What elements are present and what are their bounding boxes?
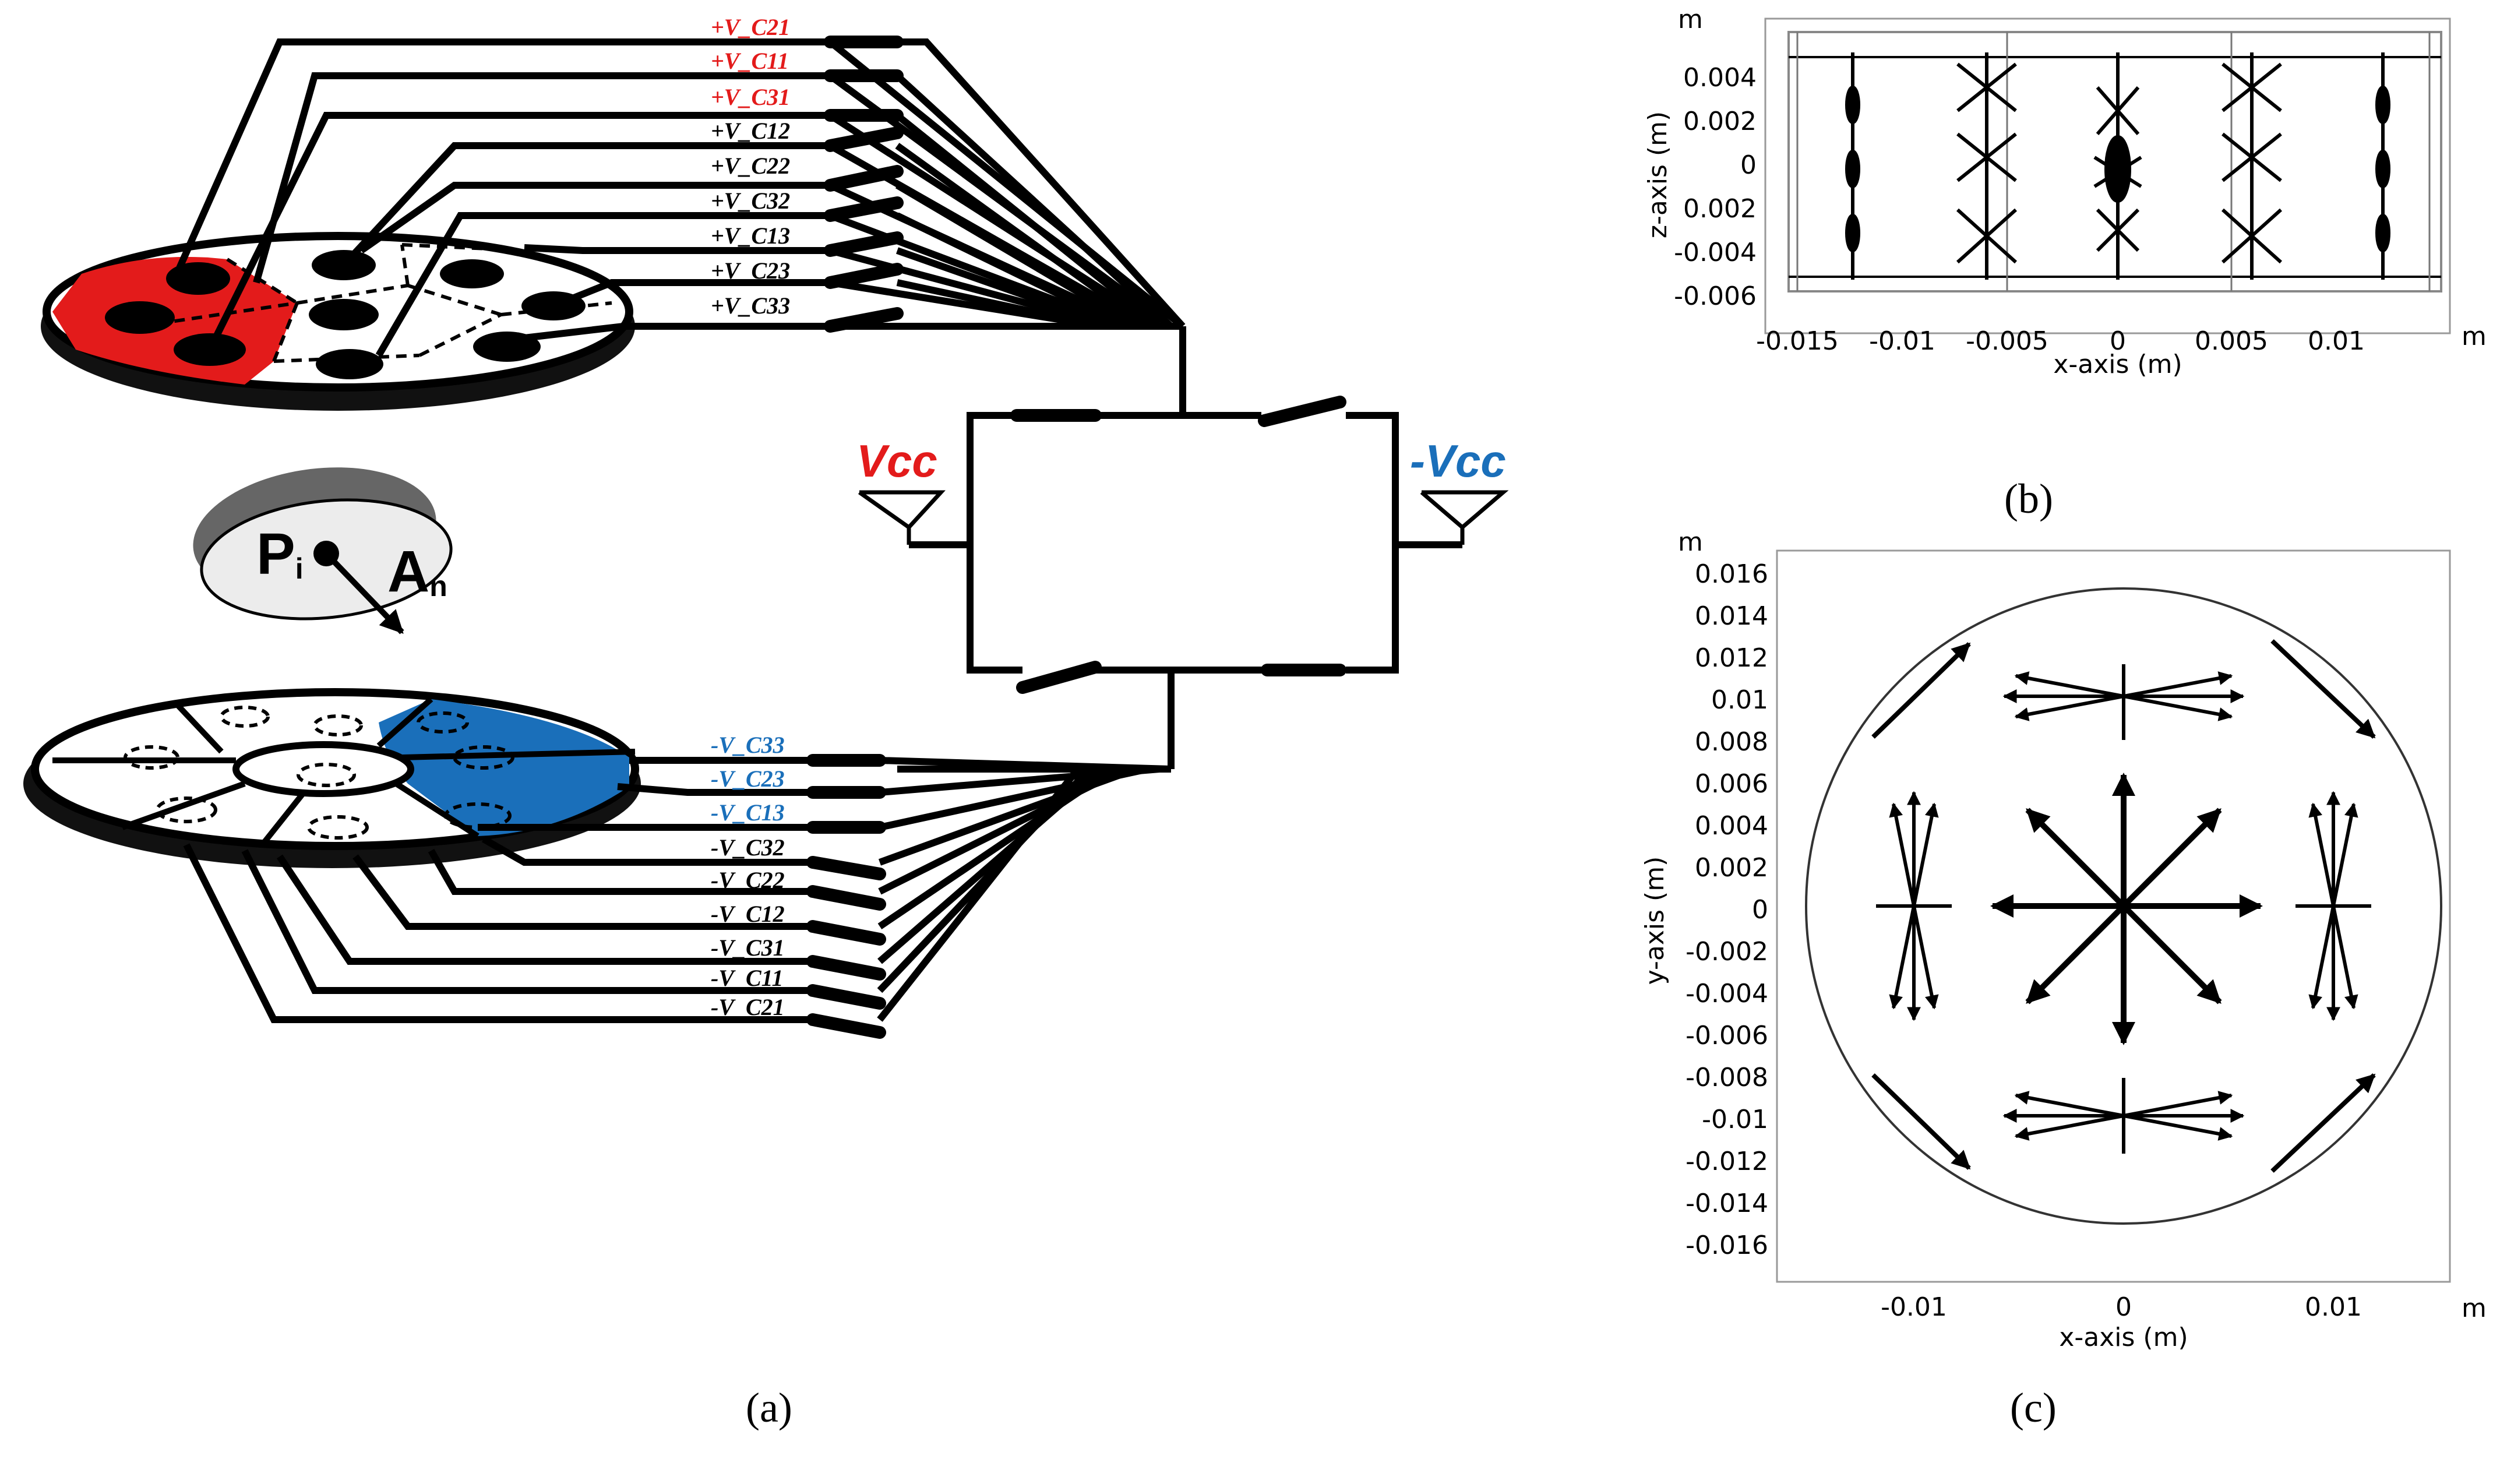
point-label-p: Pi [256, 521, 304, 587]
plot-c-diagonal-arrows [1871, 639, 2376, 1173]
bottom-wiring [183, 754, 1172, 1039]
plot-c-ytick: 0.006 [1695, 769, 1768, 799]
vcc-negative-label: -Vcc [1410, 435, 1506, 487]
vcc-positive-label: Vcc [856, 435, 937, 487]
plot-c-ytick: -0.002 [1685, 937, 1768, 967]
bottom-label-4: -V_C22 [711, 867, 785, 893]
plot-c-yunit: m [1678, 527, 1703, 557]
top-label-0: +V_C21 [711, 14, 790, 40]
plot-c-ytick: 0.004 [1695, 811, 1768, 841]
plot-b-xlabel: x-axis (m) [2053, 350, 2182, 379]
top-electrode-disk [41, 232, 635, 411]
top-label-3: +V_C12 [711, 118, 790, 144]
panel-a: +V_C21 +V_C11 +V_C31 +V_C12 +V_C22 +V_C3… [23, 14, 1509, 1431]
plot-c-right-star [2295, 791, 2371, 1021]
plot-c-top-star [2002, 664, 2245, 740]
bottom-label-7: -V_C11 [711, 965, 783, 991]
plot-c-xtick: 0 [2115, 1292, 2132, 1322]
plot-c-ytick: -0.006 [1685, 1021, 1768, 1051]
plot-c-ytick: -0.014 [1685, 1189, 1768, 1218]
plot-b-xtick: 0 [2110, 326, 2126, 356]
plot-b-yticks: 0.004 0.002 0 0.002 -0.004 -0.006 [1674, 63, 1757, 311]
top-label-5: +V_C32 [711, 188, 790, 214]
panel-b: m m 0.004 [1643, 5, 2487, 522]
caption-a: (a) [746, 1384, 792, 1431]
plot-c-ytick: 0.014 [1695, 601, 1768, 631]
caption-c: (c) [2010, 1384, 2057, 1431]
plot-b-ytick: -0.006 [1674, 281, 1757, 311]
plot-b-xtick: -0.015 [1756, 326, 1839, 356]
plot-c-xtick: 0.01 [2305, 1292, 2362, 1322]
plot-c-ytick: 0.01 [1711, 685, 1768, 715]
plot-b-xunit: m [2462, 322, 2487, 351]
plot-c-ytick: 0.016 [1695, 559, 1768, 589]
plot-c-ytick: -0.004 [1685, 979, 1768, 1009]
plot-c-ytick: -0.01 [1702, 1105, 1768, 1134]
plot-b-xtick: 0.005 [2195, 326, 2268, 356]
bottom-label-0: -V_C33 [711, 732, 785, 758]
switch-bridge: Vcc -Vcc [856, 396, 1509, 769]
bottom-label-8: -V_C21 [711, 994, 785, 1020]
point-label-a: An [387, 539, 447, 604]
plot-b-ytick: 0.004 [1683, 63, 1757, 93]
plot-c-xunit: m [2462, 1293, 2487, 1323]
bottom-label-6: -V_C31 [711, 935, 785, 961]
top-label-4: +V_C22 [711, 153, 790, 179]
bottom-label-2: -V_C13 [711, 799, 785, 826]
top-labels: +V_C21 +V_C11 +V_C31 +V_C12 +V_C22 +V_C3… [711, 14, 790, 319]
plot-c-xticks: -0.01 0 0.01 [1881, 1292, 2362, 1322]
caption-b: (b) [2004, 475, 2053, 522]
plot-b-xticks: -0.015 -0.01 -0.005 0 0.005 0.01 [1756, 326, 2365, 356]
top-label-8: +V_C33 [711, 292, 790, 319]
plot-b-ytick: 0.002 [1683, 107, 1757, 136]
plot-b-ytick: 0 [1740, 150, 1757, 180]
plot-c-ytick: -0.016 [1685, 1231, 1768, 1260]
plot-b-xtick: 0.01 [2308, 326, 2365, 356]
plot-b-geometry [1787, 31, 2442, 292]
plot-c-ytick: 0 [1752, 895, 1768, 925]
plot-b-arrow-columns [1845, 52, 2390, 280]
bottom-label-1: -V_C23 [711, 766, 785, 792]
plot-c-xlabel: x-axis (m) [2059, 1323, 2188, 1352]
bottom-label-5: -V_C12 [711, 901, 785, 927]
top-label-1: +V_C11 [711, 48, 789, 74]
top-label-6: +V_C13 [711, 223, 790, 249]
plot-c-center-star [1990, 773, 2263, 1045]
plot-c-ytick: -0.012 [1685, 1147, 1768, 1176]
point-pa-glyph: Pi An [193, 467, 453, 635]
plot-c-bottom-star [2002, 1078, 2245, 1154]
plot-c-ytick: -0.008 [1685, 1063, 1768, 1092]
plot-c-xtick: -0.01 [1881, 1292, 1947, 1322]
plot-c-ytick: 0.002 [1695, 853, 1768, 883]
bottom-label-3: -V_C32 [711, 834, 785, 861]
plot-b-yunit: m [1678, 5, 1703, 34]
top-label-7: +V_C23 [711, 258, 790, 284]
plot-c-ytick: 0.012 [1695, 643, 1768, 673]
plot-c-ylabel: y-axis (m) [1640, 856, 1670, 985]
plot-c-left-star [1876, 791, 1952, 1021]
top-wiring [171, 36, 1186, 414]
plot-c-yticks: 0.016 0.014 0.012 0.01 0.008 0.006 0.004… [1685, 559, 1768, 1260]
plot-b-ytick: -0.004 [1674, 238, 1757, 267]
plot-b-xtick: -0.01 [1869, 326, 1935, 356]
top-label-2: +V_C31 [711, 84, 790, 110]
plot-b-xtick: -0.005 [1966, 326, 2048, 356]
panel-c: m m [1640, 527, 2487, 1431]
plot-b-ylabel: z-axis (m) [1643, 111, 1673, 238]
bottom-electrode-disk [23, 688, 641, 868]
plot-c-boundary-circle [1805, 587, 2442, 1225]
bottom-labels: -V_C33 -V_C23 -V_C13 -V_C32 -V_C22 -V_C1… [711, 732, 785, 1020]
plot-c-ytick: 0.008 [1695, 727, 1768, 757]
plot-b-ytick: 0.002 [1683, 194, 1757, 224]
